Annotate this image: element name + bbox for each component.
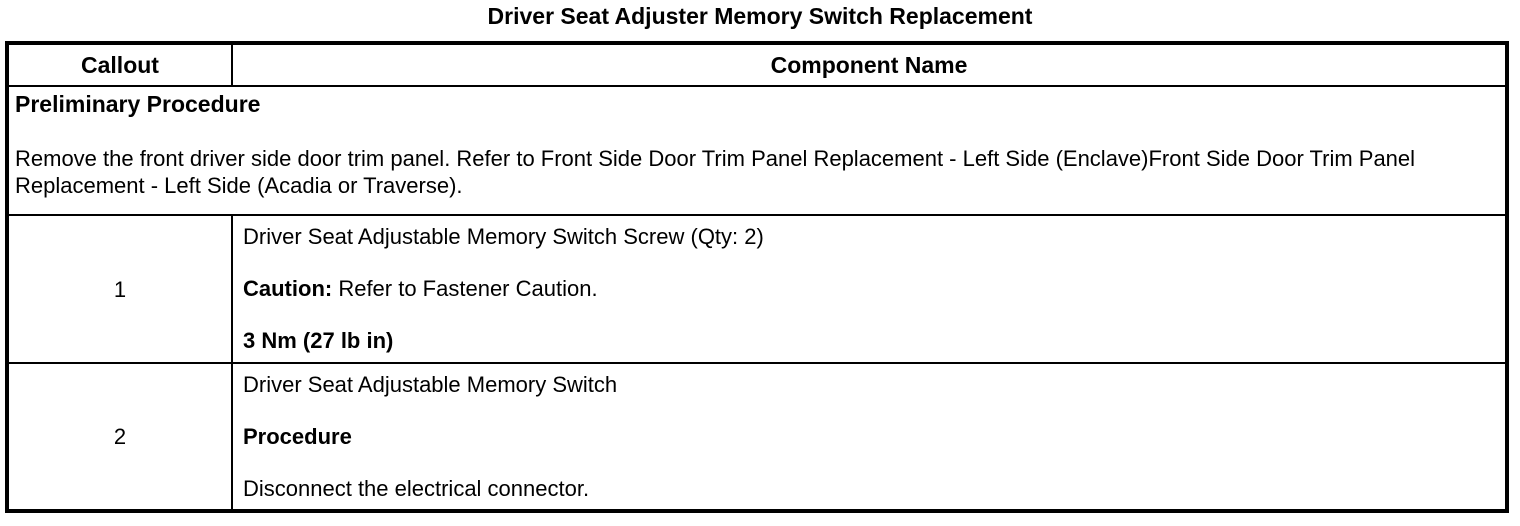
table-row: 1 Driver Seat Adjustable Memory Switch S… <box>6 214 1508 364</box>
table-row: 2 Driver Seat Adjustable Memory Switch P… <box>6 362 1508 512</box>
component-name-text: Driver Seat Adjustable Memory Switch <box>243 372 618 397</box>
column-header-callout: Callout <box>6 42 233 87</box>
table-header-row: Callout Component Name <box>6 42 1508 87</box>
component-name-text: Driver Seat Adjustable Memory Switch Scr… <box>243 224 764 249</box>
component-cell: Driver Seat Adjustable Memory Switch Pro… <box>231 362 1508 512</box>
page-title: Driver Seat Adjuster Memory Switch Repla… <box>487 3 1033 29</box>
component-cell: Driver Seat Adjustable Memory Switch Scr… <box>231 214 1508 364</box>
callout-number: 1 <box>6 214 233 364</box>
preliminary-procedure-heading: Preliminary Procedure <box>15 91 261 117</box>
procedure-text: Disconnect the electrical connector. <box>243 476 590 501</box>
caution-note: Caution: Refer to Fastener Caution. <box>243 275 1495 302</box>
torque-spec: 3 Nm (27 lb in) <box>243 328 394 353</box>
preliminary-procedure-row: Preliminary Procedure Remove the front d… <box>6 85 1508 216</box>
component-table: Callout Component Name Preliminary Proce… <box>5 41 1509 513</box>
preliminary-procedure-body: Remove the front driver side door trim p… <box>15 146 1416 198</box>
caution-text: Refer to Fastener Caution. <box>332 276 598 301</box>
preliminary-procedure-cell: Preliminary Procedure Remove the front d… <box>6 85 1508 216</box>
caution-label: Caution: <box>243 276 333 301</box>
procedure-label: Procedure <box>243 424 352 449</box>
callout-number: 2 <box>6 362 233 512</box>
column-header-component-name: Component Name <box>231 42 1508 87</box>
